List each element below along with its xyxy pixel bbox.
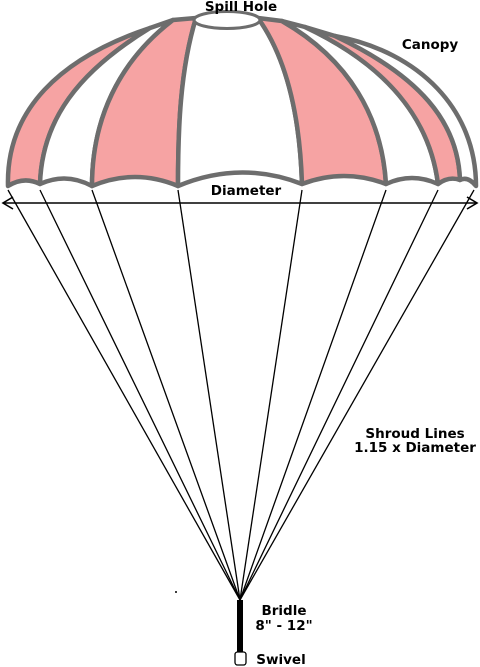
bridle xyxy=(237,600,243,652)
shroud-line xyxy=(239,189,387,601)
diameter-label: Diameter xyxy=(211,183,282,199)
shroud-line xyxy=(239,189,439,601)
shroud-line xyxy=(91,189,241,601)
diameter-arrowhead-right xyxy=(466,196,479,210)
shroud-lines-label: Shroud Lines xyxy=(365,426,464,442)
bridle-label: Bridle xyxy=(261,603,306,619)
shroud-line xyxy=(177,189,241,601)
canopy-label: Canopy xyxy=(402,37,459,53)
diameter-arrow xyxy=(1,196,479,210)
diameter-arrowhead-left xyxy=(1,196,14,210)
stray-dot xyxy=(175,591,177,593)
canopy-panels xyxy=(5,15,479,189)
swivel xyxy=(234,651,247,666)
shroud-line xyxy=(239,189,303,601)
shroud-lines xyxy=(7,189,475,601)
bridle-length-label: 8" - 12" xyxy=(255,618,312,634)
shroud-line xyxy=(7,189,241,601)
shroud-lines-length-label: 1.15 x Diameter xyxy=(354,440,476,456)
shroud-line xyxy=(39,189,241,601)
shroud-line xyxy=(239,189,475,601)
spill-hole-label: Spill Hole xyxy=(205,0,277,15)
canopy-panel-8 xyxy=(332,33,479,189)
swivel-label: Swivel xyxy=(256,652,305,667)
spill-hole xyxy=(192,10,262,30)
